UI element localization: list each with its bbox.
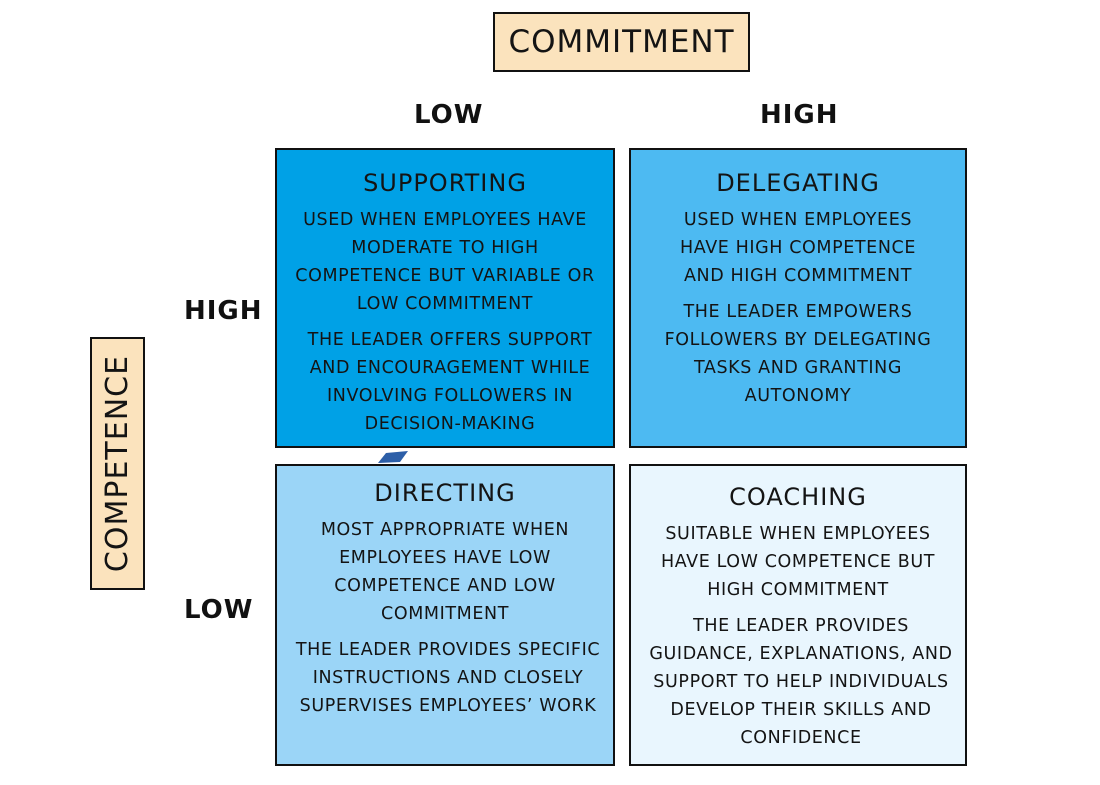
quadrant-supporting-title: SUPPORTING xyxy=(363,169,527,197)
commitment-axis-title: COMMITMENT xyxy=(493,12,750,72)
commitment-level-low: LOW xyxy=(414,100,484,130)
commitment-axis-title-text: COMMITMENT xyxy=(508,24,735,60)
quadrant-delegating: DELEGATING USED WHEN EMPLOYEES HAVE HIGH… xyxy=(629,148,967,448)
quadrant-directing: DIRECTING MOST APPROPRIATE WHEN EMPLOYEE… xyxy=(275,464,615,766)
quadrant-directing-description: MOST APPROPRIATE WHEN EMPLOYEES HAVE LOW… xyxy=(320,520,570,624)
competence-level-low: LOW xyxy=(184,595,254,625)
competence-axis-title-text: COMPETENCE xyxy=(100,354,135,573)
competence-axis-title: COMPETENCE xyxy=(90,337,145,590)
quadrant-coaching-description: SUITABLE WHEN EMPLOYEES HAVE LOW COMPETE… xyxy=(660,524,936,600)
quadrant-supporting: SUPPORTING USED WHEN EMPLOYEES HAVE MODE… xyxy=(275,148,615,448)
quadrant-supporting-description: USED WHEN EMPLOYEES HAVE MODERATE TO HIG… xyxy=(295,210,595,314)
competence-level-high: HIGH xyxy=(184,296,263,326)
quadrant-coaching-title: COACHING xyxy=(729,483,867,511)
quadrant-connector-mark xyxy=(378,451,408,463)
quadrant-delegating-leader-role: THE LEADER EMPOWERS FOLLOWERS BY DELEGAT… xyxy=(664,302,932,406)
quadrant-delegating-title: DELEGATING xyxy=(716,169,880,197)
commitment-level-high: HIGH xyxy=(760,100,839,130)
quadrant-directing-title: DIRECTING xyxy=(374,479,516,507)
quadrant-delegating-description: USED WHEN EMPLOYEES HAVE HIGH COMPETENCE… xyxy=(679,210,917,286)
quadrant-coaching-leader-role: THE LEADER PROVIDES GUIDANCE, EXPLANATIO… xyxy=(649,616,953,748)
quadrant-supporting-leader-role: THE LEADER OFFERS SUPPORT AND ENCOURAGEM… xyxy=(307,330,593,434)
quadrant-coaching: COACHING SUITABLE WHEN EMPLOYEES HAVE LO… xyxy=(629,464,967,766)
quadrant-directing-leader-role: THE LEADER PROVIDES SPECIFIC INSTRUCTION… xyxy=(295,640,601,716)
